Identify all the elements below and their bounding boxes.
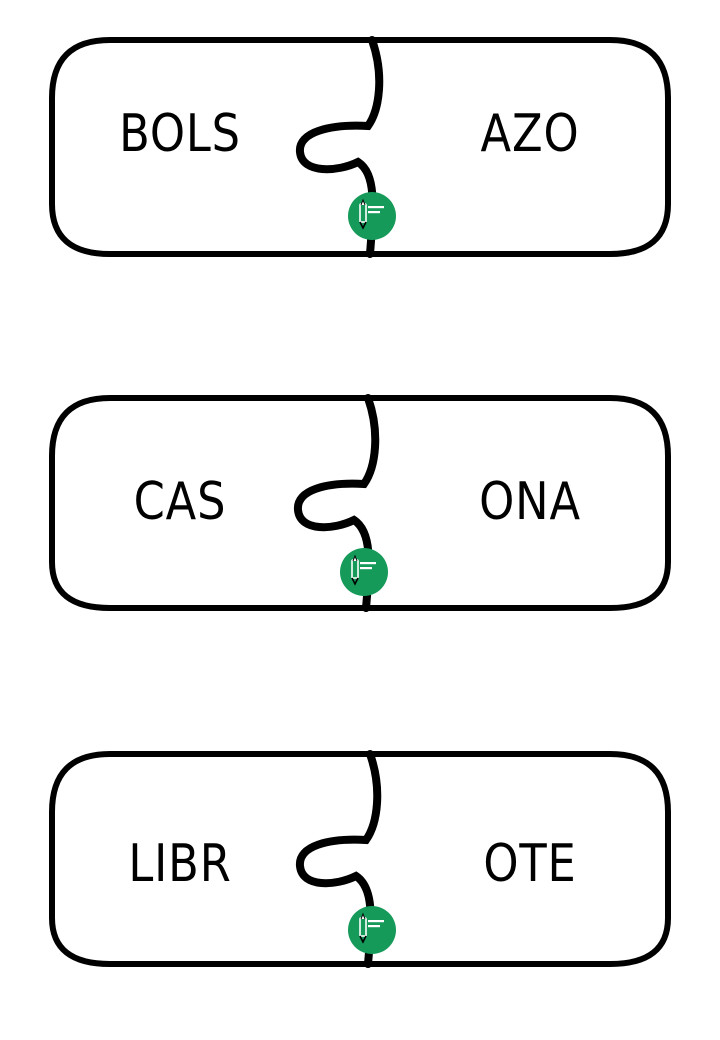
pencil-logo-icon	[348, 906, 396, 954]
puzzle-card-1: BOLS AZO	[0, 34, 720, 274]
syllable-right: AZO	[480, 104, 580, 164]
brand-logo-badge	[348, 192, 396, 240]
brand-logo-badge	[348, 906, 396, 954]
puzzle-card-2: CAS ONA	[0, 392, 720, 632]
pencil-logo-icon	[340, 548, 388, 596]
pencil-logo-icon	[348, 192, 396, 240]
puzzle-outline	[49, 394, 671, 612]
brand-logo-badge	[340, 548, 388, 596]
syllable-left: BOLS	[119, 104, 241, 164]
syllable-left: LIBR	[128, 834, 232, 894]
puzzle-card-3: LIBR OTE	[0, 748, 720, 988]
puzzle-outline	[49, 36, 671, 258]
syllable-right: OTE	[483, 834, 577, 894]
puzzle-outline	[49, 750, 671, 968]
syllable-left: CAS	[133, 472, 227, 532]
syllable-right: ONA	[479, 472, 581, 532]
